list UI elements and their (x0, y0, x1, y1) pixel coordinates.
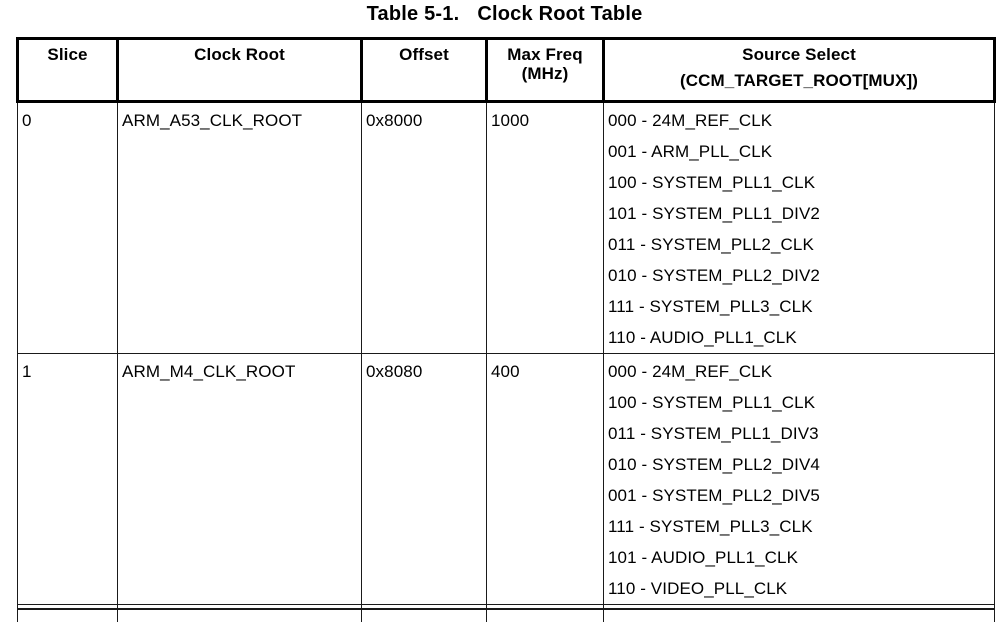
source-select-option: 100 - SYSTEM_PLL1_CLK (608, 393, 816, 412)
source-select-cell: 000 - 24M_REF_CLK 100 - SYSTEM_PLL1_CLK … (603, 353, 995, 605)
source-select-cell: 000 - 24M_REF_CLK 001 - ARM_PLL_CLK 100 … (603, 101, 995, 354)
clock-root-table: Slice Clock Root Offset Max Freq (MHz) S… (16, 37, 996, 622)
source-select-option: 001 - SYSTEM_PLL2_DIV5 (608, 486, 820, 505)
column-header-slice: Slice (16, 37, 119, 103)
source-select-option: 000 - 24M_REF_CLK (608, 111, 773, 130)
slice-cell: 0 (17, 101, 118, 354)
source-select-option: 000 - 24M_REF_CLK (608, 362, 773, 381)
source-select-option: 110 - AUDIO_PLL1_CLK (608, 328, 797, 347)
source-select-register-label: (CCM_TARGET_ROOT[MUX]) (680, 71, 918, 90)
source-select-option: 011 - SYSTEM_PLL2_CLK (608, 235, 814, 254)
clock-root-table-container: Slice Clock Root Offset Max Freq (MHz) S… (16, 37, 996, 622)
source-select-option: 110 - VIDEO_PLL_CLK (608, 579, 788, 598)
column-header-source-select: Source Select (CCM_TARGET_ROOT[MUX]) (602, 37, 996, 103)
table-row-slice-1: 1 ARM_M4_CLK_ROOT 0x8080 400 000 - 24M_R… (17, 353, 995, 605)
offset-cell: 0x8000 (361, 101, 487, 354)
clock-root-cell: ARM_M4_CLK_ROOT (117, 353, 362, 605)
table-caption-number: Table 5-1. (366, 3, 460, 25)
column-header-clock-root: Clock Root (116, 37, 363, 103)
offset-cell: 0x8080 (361, 353, 487, 605)
clock-root-cell: ARM_A53_CLK_ROOT (117, 101, 362, 354)
max-freq-cell: 400 (486, 353, 604, 605)
max-freq-label: Max Freq (507, 45, 583, 64)
source-select-option: 001 - ARM_PLL_CLK (608, 142, 773, 161)
max-freq-cell: 1000 (486, 101, 604, 354)
table-caption: Table 5-1. Clock Root Table (16, 3, 993, 26)
source-select-option: 101 - AUDIO_PLL1_CLK (608, 548, 799, 567)
source-select-option: 101 - SYSTEM_PLL1_DIV2 (608, 204, 820, 223)
table-row-slice-0: 0 ARM_A53_CLK_ROOT 0x8000 1000 000 - 24M… (17, 101, 995, 354)
header-row: Slice Clock Root Offset Max Freq (MHz) S… (16, 37, 996, 103)
table-row-cutoff (17, 608, 995, 622)
source-select-option: 011 - SYSTEM_PLL1_DIV3 (608, 424, 819, 443)
source-select-label: Source Select (742, 45, 856, 64)
source-select-option: 010 - SYSTEM_PLL2_DIV4 (608, 455, 820, 474)
source-select-option: 010 - SYSTEM_PLL2_DIV2 (608, 266, 820, 285)
column-header-offset: Offset (360, 37, 488, 103)
source-select-option: 111 - SYSTEM_PLL3_CLK (608, 297, 813, 316)
table-row-cutoff (17, 604, 995, 610)
max-freq-unit-label: (MHz) (521, 64, 569, 83)
column-header-max-freq: Max Freq (MHz) (485, 37, 605, 103)
slice-cell: 1 (17, 353, 118, 605)
source-select-option: 111 - SYSTEM_PLL3_CLK (608, 517, 813, 536)
source-select-option: 100 - SYSTEM_PLL1_CLK (608, 173, 816, 192)
table-caption-text: Clock Root Table (477, 3, 643, 25)
